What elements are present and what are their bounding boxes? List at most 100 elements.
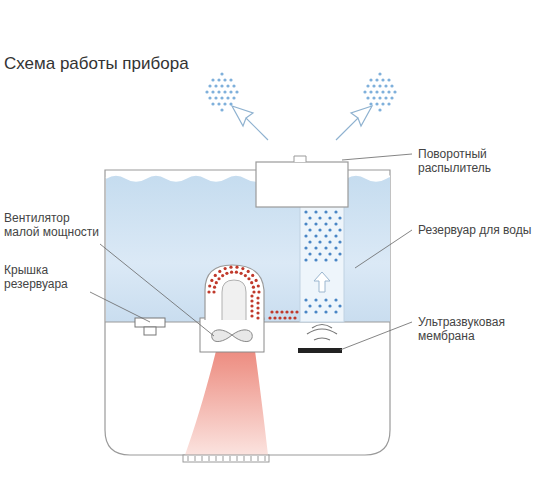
droplet xyxy=(235,271,238,274)
droplet xyxy=(229,90,232,93)
sprayer-knob xyxy=(294,156,306,162)
droplet xyxy=(381,90,384,93)
grille-slot xyxy=(251,456,252,461)
droplet xyxy=(223,78,226,81)
droplet xyxy=(213,286,216,289)
diagram-title: Схема работы прибора xyxy=(4,54,189,74)
spray-arrow xyxy=(232,106,268,140)
droplet xyxy=(314,246,317,249)
grille-slot xyxy=(265,456,266,461)
droplet xyxy=(273,316,276,319)
droplet xyxy=(363,90,366,93)
droplet xyxy=(304,258,307,261)
droplet xyxy=(235,266,238,269)
droplet xyxy=(334,234,337,237)
droplet xyxy=(387,102,390,105)
droplet xyxy=(256,301,259,304)
droplet xyxy=(308,228,311,231)
droplet xyxy=(378,108,381,111)
droplet xyxy=(293,316,296,319)
droplet xyxy=(381,78,384,81)
droplet xyxy=(338,228,341,231)
droplet xyxy=(251,274,254,277)
droplet xyxy=(304,310,307,313)
droplet xyxy=(229,266,232,269)
reservoir-lid-valve xyxy=(144,327,156,335)
droplet xyxy=(212,290,215,293)
droplet xyxy=(244,274,247,277)
droplet xyxy=(318,252,321,255)
ultrasonic-wave xyxy=(314,338,330,340)
droplet xyxy=(324,310,327,313)
droplet xyxy=(280,310,283,313)
droplet xyxy=(328,228,331,231)
droplet xyxy=(226,84,229,87)
droplet xyxy=(283,316,286,319)
droplet xyxy=(230,271,233,274)
droplet xyxy=(384,84,387,87)
grille-slot xyxy=(209,456,210,461)
grille-slot xyxy=(230,456,231,461)
droplet xyxy=(324,210,327,213)
droplet xyxy=(314,258,317,261)
droplet xyxy=(378,96,381,99)
droplet xyxy=(220,84,223,87)
ultrasonic-membrane xyxy=(298,348,342,353)
droplet xyxy=(308,252,311,255)
droplet xyxy=(250,314,253,317)
droplet xyxy=(247,277,250,280)
droplet xyxy=(338,216,341,219)
droplet xyxy=(250,309,253,312)
droplet xyxy=(235,90,238,93)
droplet xyxy=(324,298,327,301)
droplet xyxy=(250,281,253,284)
droplet xyxy=(328,216,331,219)
grille-slot xyxy=(188,456,189,461)
droplet xyxy=(207,290,210,293)
leader-lines xyxy=(90,154,412,350)
droplet xyxy=(334,222,337,225)
droplet xyxy=(304,210,307,213)
part-label: Резервуар для воды xyxy=(418,223,558,237)
droplet xyxy=(229,78,232,81)
droplet xyxy=(218,270,221,273)
droplet xyxy=(338,252,341,255)
fan-blades xyxy=(212,330,253,342)
droplet xyxy=(384,96,387,99)
droplets xyxy=(205,72,396,319)
droplet xyxy=(304,234,307,237)
droplet xyxy=(375,102,378,105)
droplet xyxy=(369,78,372,81)
grille-slot xyxy=(195,456,196,461)
part-label: Крышка резервуара xyxy=(4,263,94,291)
droplet xyxy=(278,316,281,319)
grille-slot xyxy=(216,456,217,461)
droplet xyxy=(221,274,224,277)
droplet xyxy=(214,96,217,99)
droplet xyxy=(308,216,311,219)
droplet xyxy=(229,102,232,105)
droplet xyxy=(393,90,396,93)
droplet xyxy=(257,284,260,287)
droplet xyxy=(314,310,317,313)
droplet xyxy=(324,222,327,225)
leader-line xyxy=(342,154,412,160)
part-label: Ультразвуковая мембрана xyxy=(418,315,558,343)
droplet xyxy=(252,286,255,289)
droplet xyxy=(314,210,317,213)
droplet xyxy=(308,304,311,307)
droplet xyxy=(217,277,220,280)
droplet xyxy=(208,96,211,99)
leader-line xyxy=(100,244,214,336)
droplet xyxy=(314,222,317,225)
droplet xyxy=(214,84,217,87)
droplet xyxy=(250,294,253,297)
droplet xyxy=(318,216,321,219)
droplet xyxy=(375,90,378,93)
leader-line xyxy=(355,230,412,268)
droplet xyxy=(318,240,321,243)
grille-slot xyxy=(223,456,224,461)
droplet xyxy=(275,310,278,313)
